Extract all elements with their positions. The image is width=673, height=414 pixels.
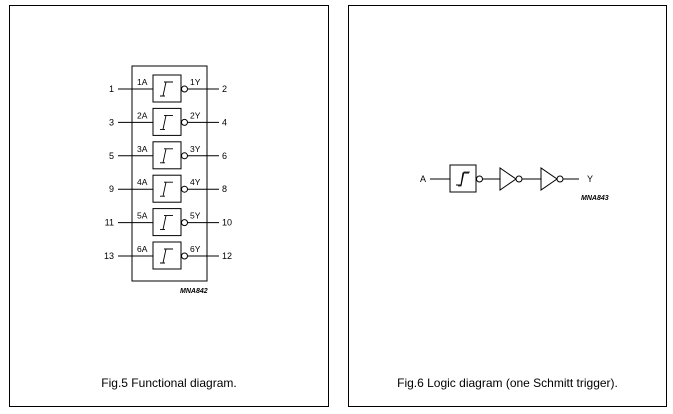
input-pin-label: 1A bbox=[137, 77, 148, 87]
schmitt-trigger-box bbox=[152, 141, 182, 170]
input-pin-number: 3 bbox=[109, 117, 114, 127]
output-pin-number: 2 bbox=[222, 84, 227, 94]
input-pin-label: 6A bbox=[137, 244, 148, 254]
hysteresis-icon-step bbox=[163, 148, 166, 164]
inverter-1-triangle bbox=[499, 167, 517, 191]
output-pin-number: 10 bbox=[222, 218, 232, 228]
hysteresis-icon-step bbox=[163, 81, 166, 97]
output-pin-number: 8 bbox=[222, 184, 227, 194]
inversion-bubble bbox=[181, 185, 188, 193]
hysteresis-icon bbox=[160, 81, 173, 97]
inversion-bubble bbox=[476, 175, 483, 183]
hysteresis-icon bbox=[160, 248, 173, 264]
output-pin-label: 5Y bbox=[190, 211, 201, 221]
fig6-input-label: A bbox=[420, 174, 426, 184]
inverter-2-triangle bbox=[540, 167, 558, 191]
output-pin-number: 6 bbox=[222, 151, 227, 161]
output-pin-label: 4Y bbox=[190, 177, 201, 187]
inversion-bubble bbox=[515, 175, 523, 183]
input-pin-number: 11 bbox=[105, 218, 114, 228]
output-pin-label: 6Y bbox=[190, 244, 201, 254]
inversion-bubble bbox=[181, 85, 188, 93]
hysteresis-icon-step bbox=[163, 114, 166, 130]
hysteresis-icon-step bbox=[163, 181, 166, 197]
output-pin-number: 12 bbox=[222, 251, 232, 261]
fig5-code: MNA842 bbox=[180, 288, 208, 295]
schmitt-trigger-box bbox=[152, 107, 182, 136]
inversion-bubble bbox=[181, 152, 188, 160]
input-pin-label: 3A bbox=[137, 144, 148, 154]
ic-package-outline bbox=[131, 65, 208, 282]
schmitt-trigger-box bbox=[152, 208, 182, 237]
hysteresis-icon-step bbox=[163, 248, 166, 264]
fig6-code: MNA843 bbox=[581, 195, 609, 202]
hysteresis-icon-curve bbox=[458, 171, 470, 187]
inversion-bubble bbox=[181, 219, 188, 227]
inversion-bubble bbox=[181, 252, 188, 260]
input-pin-number: 13 bbox=[104, 251, 114, 261]
schmitt-trigger-box bbox=[152, 74, 182, 103]
schmitt-trigger-symbol bbox=[449, 164, 477, 193]
output-pin-label: 3Y bbox=[190, 144, 201, 154]
fig6-caption: Fig.6 Logic diagram (one Schmitt trigger… bbox=[397, 376, 618, 390]
input-pin-number: 9 bbox=[109, 184, 114, 194]
schmitt-trigger-box bbox=[152, 174, 182, 203]
input-pin-number: 1 bbox=[109, 84, 114, 94]
fig6-output-label: Y bbox=[587, 174, 593, 184]
hysteresis-icon bbox=[160, 114, 173, 130]
input-pin-number: 5 bbox=[109, 151, 114, 161]
functional-diagram-panel: Fig.5 Functional diagram. bbox=[9, 5, 329, 407]
input-pin-label: 2A bbox=[137, 110, 148, 120]
input-pin-label: 5A bbox=[137, 211, 148, 221]
schmitt-trigger-box bbox=[152, 241, 182, 270]
output-pin-label: 2Y bbox=[190, 110, 201, 120]
inversion-bubble bbox=[556, 175, 564, 183]
input-pin-label: 4A bbox=[137, 177, 148, 187]
output-pin-label: 1Y bbox=[190, 77, 201, 87]
fig5-channels: 1 1A 1Y 2 3 2A 2Y 4 5 3A 3Y 6 9 4A 4Y 8 11 5A 5Y 10 13 6A 6Y 12 bbox=[104, 74, 232, 270]
fig6-logic: A Y MNA843 bbox=[420, 164, 609, 202]
hysteresis-icon bbox=[160, 148, 173, 164]
fig5-caption: Fig.5 Functional diagram. bbox=[101, 376, 237, 390]
inversion-bubble bbox=[181, 118, 188, 126]
hysteresis-icon bbox=[160, 215, 173, 231]
logic-diagram-panel: Fig.6 Logic diagram (one Schmitt trigger… bbox=[348, 5, 667, 407]
hysteresis-icon-step bbox=[163, 215, 166, 231]
output-pin-number: 4 bbox=[222, 117, 227, 127]
hysteresis-icon bbox=[160, 181, 173, 197]
